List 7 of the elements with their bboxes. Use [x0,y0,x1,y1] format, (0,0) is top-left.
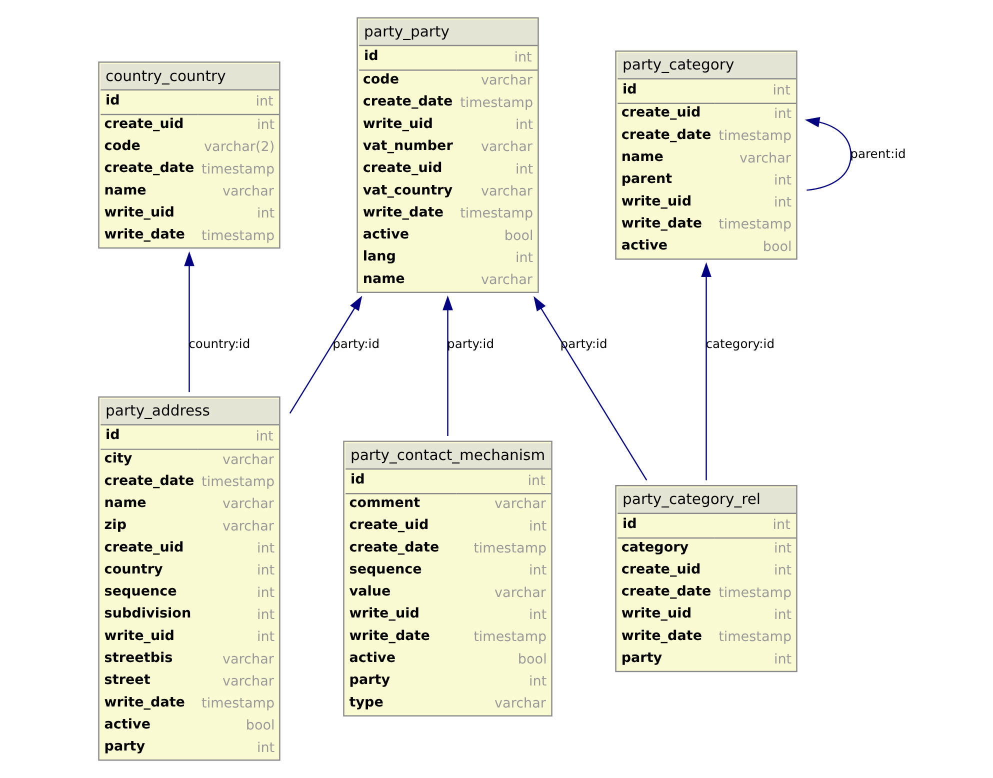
arrow [442,295,452,436]
arrow [184,251,194,392]
arrow [804,117,852,191]
arrow [700,262,711,480]
arrow [533,296,647,481]
arrow [288,296,362,414]
edge-label: party:id [332,336,380,351]
